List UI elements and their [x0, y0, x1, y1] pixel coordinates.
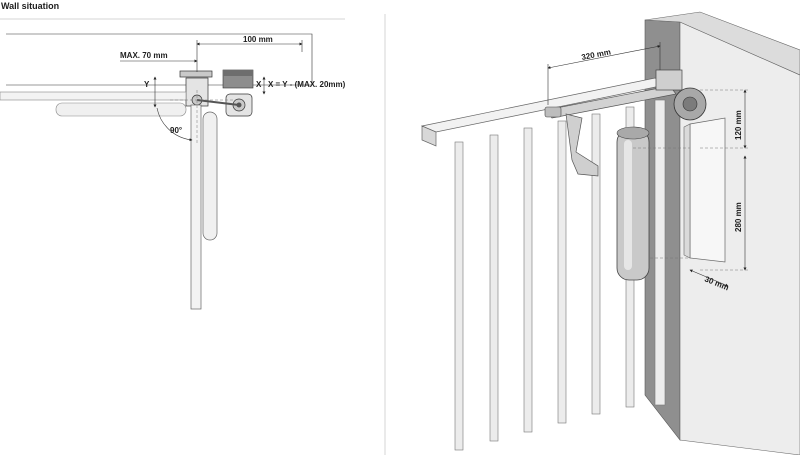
dim-formula: X = Y - (MAX. 20mm) — [268, 80, 346, 89]
mounting-plate — [179, 70, 213, 78]
dim-x-label: X — [256, 80, 262, 89]
gate-bar — [557, 120, 567, 424]
gate-top-rail-front — [421, 125, 437, 147]
perspective-view: 320 mm 120 mm 280 mm 30 mm — [420, 11, 800, 455]
gate-leaf-closed — [0, 91, 187, 101]
wall-box-side — [683, 123, 691, 259]
plan-view: 100 mm MAX. 70 mm Y X X = Y - (MAX. 20mm… — [0, 33, 346, 310]
arm-clamp — [544, 106, 562, 118]
angle-label: 90° — [170, 126, 182, 135]
dim-280-label: 280 mm — [734, 202, 743, 232]
page-title: Wall situation — [1, 1, 59, 11]
gate-bar — [591, 113, 601, 415]
hinge-head-core — [682, 96, 698, 112]
dim-line-320 — [547, 45, 661, 69]
wall-top — [644, 11, 800, 76]
closer-cylinder-top — [616, 126, 650, 140]
wall-bracket-top — [223, 70, 253, 76]
gate-bar — [454, 141, 464, 451]
gate-leaf-open — [190, 104, 202, 310]
dim-max70-label: MAX. 70 mm — [120, 51, 168, 60]
closer-cylinder-shine — [624, 140, 632, 270]
closer-cylinder — [616, 129, 650, 281]
hinge-mount — [655, 69, 683, 91]
gate-bar — [523, 127, 533, 433]
gate-bar — [489, 134, 499, 442]
dim-120-label: 120 mm — [734, 110, 743, 140]
dim-y-label: Y — [144, 80, 150, 89]
wall-box — [689, 117, 726, 263]
dim-320-label: 320 mm — [581, 47, 612, 62]
gate-leaf-open-closer — [202, 111, 218, 241]
gate-bracket — [565, 113, 599, 177]
closer-arm — [196, 99, 240, 106]
opening-angle-arc — [156, 107, 193, 142]
dim-line-30 — [689, 269, 729, 287]
gate-leaf-closed-rail — [55, 102, 187, 117]
gate-post — [654, 99, 666, 406]
dim-100-label: 100 mm — [243, 35, 273, 44]
wall-outline — [6, 33, 313, 86]
